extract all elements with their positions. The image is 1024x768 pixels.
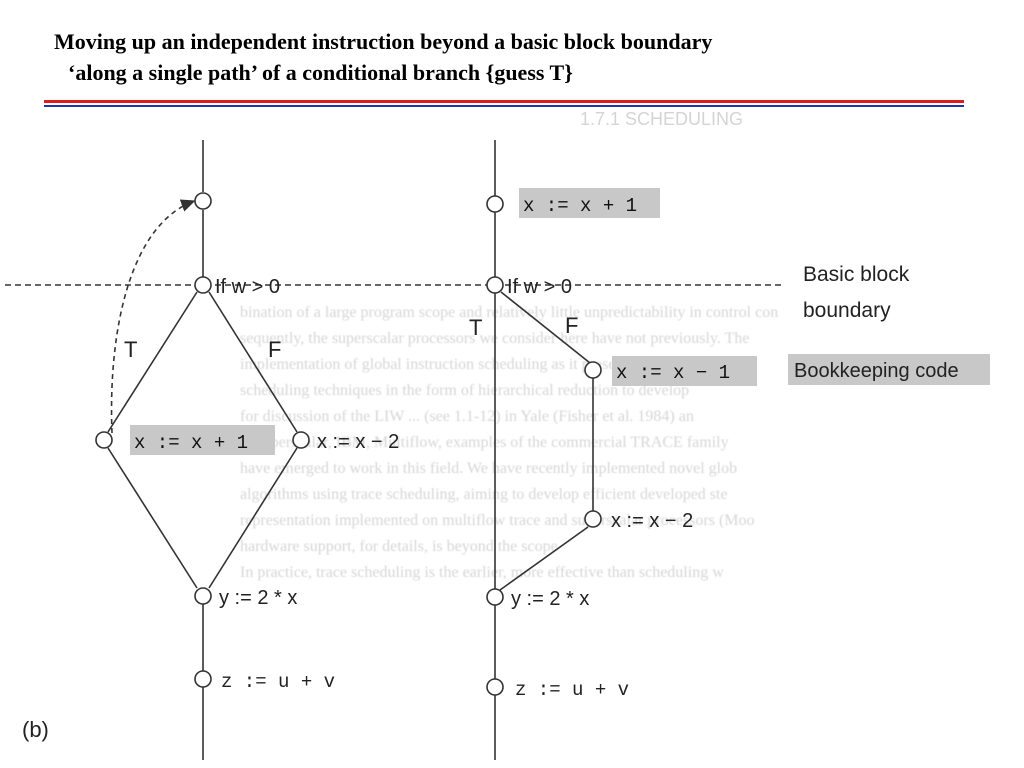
right-hoisted-highlight [519,188,660,218]
left-branch-label: If w > 0 [215,276,280,298]
right-node-last [486,678,504,696]
left-true-label: T [124,337,137,362]
left-node-last [194,670,212,688]
right-node-bookkeeping [584,361,602,379]
right-branch-label: If w > 0 [507,276,572,298]
bg-line: algorithms using trace scheduling, aimin… [240,486,728,503]
slide-title: Moving up an independent instruction bey… [54,26,994,88]
bg-line: In practice, trace scheduling is the ear… [240,564,724,581]
bg-line: scheduling techniques in the form of hie… [240,382,690,399]
move-up-arrow [110,199,196,434]
bg-line: for discussion of the LIW ... (see 1.1-1… [240,408,694,425]
bookkeeping-legend-highlight [788,354,990,385]
bg-heading: 1.7.1 SCHEDULING [580,109,743,129]
left-node-false [292,431,310,449]
left-node-target [194,192,212,210]
bg-line: to superscalar, IBM, Multiflow, examples… [240,434,729,451]
background-scan-text: bination of a large program scope and re… [240,300,1024,586]
left-node-branch [194,276,212,294]
title-rule-blue [44,105,964,107]
left-graph-edges [107,140,298,760]
title-line-1: Moving up an independent instruction bey… [54,29,713,54]
right-hoisted-instr: x := x + 1 [523,195,637,217]
left-false-label: F [268,337,281,362]
boundary-label-line1: Basic block [803,263,910,286]
right-false-instr: x := x − 2 [611,510,693,532]
right-node-branch [486,276,504,294]
right-bookkeeping-highlight [612,356,757,386]
bg-line: representation implemented on multiflow … [240,512,755,529]
left-join-instr: y := 2 * x [219,587,297,609]
title-line-2: ‘along a single path’ of a conditional b… [68,60,573,85]
left-moved-instr-highlight [130,425,275,455]
right-join-instr: y := 2 * x [511,588,589,610]
left-node-join [194,587,212,605]
title-rule-red [44,100,964,103]
right-bookkeeping-instr: x := x − 1 [616,362,730,384]
right-node-join [486,588,504,606]
bg-line: bination of a large program scope and re… [240,304,779,321]
left-false-instr: x := x − 2 [317,431,399,453]
bg-line: have emerged to work in this field. We h… [240,460,738,477]
bg-line: hardware support, for details, is beyond… [240,538,558,555]
right-graph-edges [494,140,594,760]
left-last-instr: z := u + v [221,671,335,693]
left-moved-instr: x := x + 1 [134,432,248,454]
right-node-false [584,510,602,528]
right-false-label: F [565,313,578,338]
right-last-instr: z := u + v [515,679,629,701]
figure-label: (b) [22,717,49,742]
bookkeeping-legend-label: Bookkeeping code [794,360,959,382]
right-true-label: T [469,315,482,340]
boundary-label-line2: boundary [803,299,891,322]
right-node-hoisted [486,195,504,213]
left-node-true [95,431,113,449]
